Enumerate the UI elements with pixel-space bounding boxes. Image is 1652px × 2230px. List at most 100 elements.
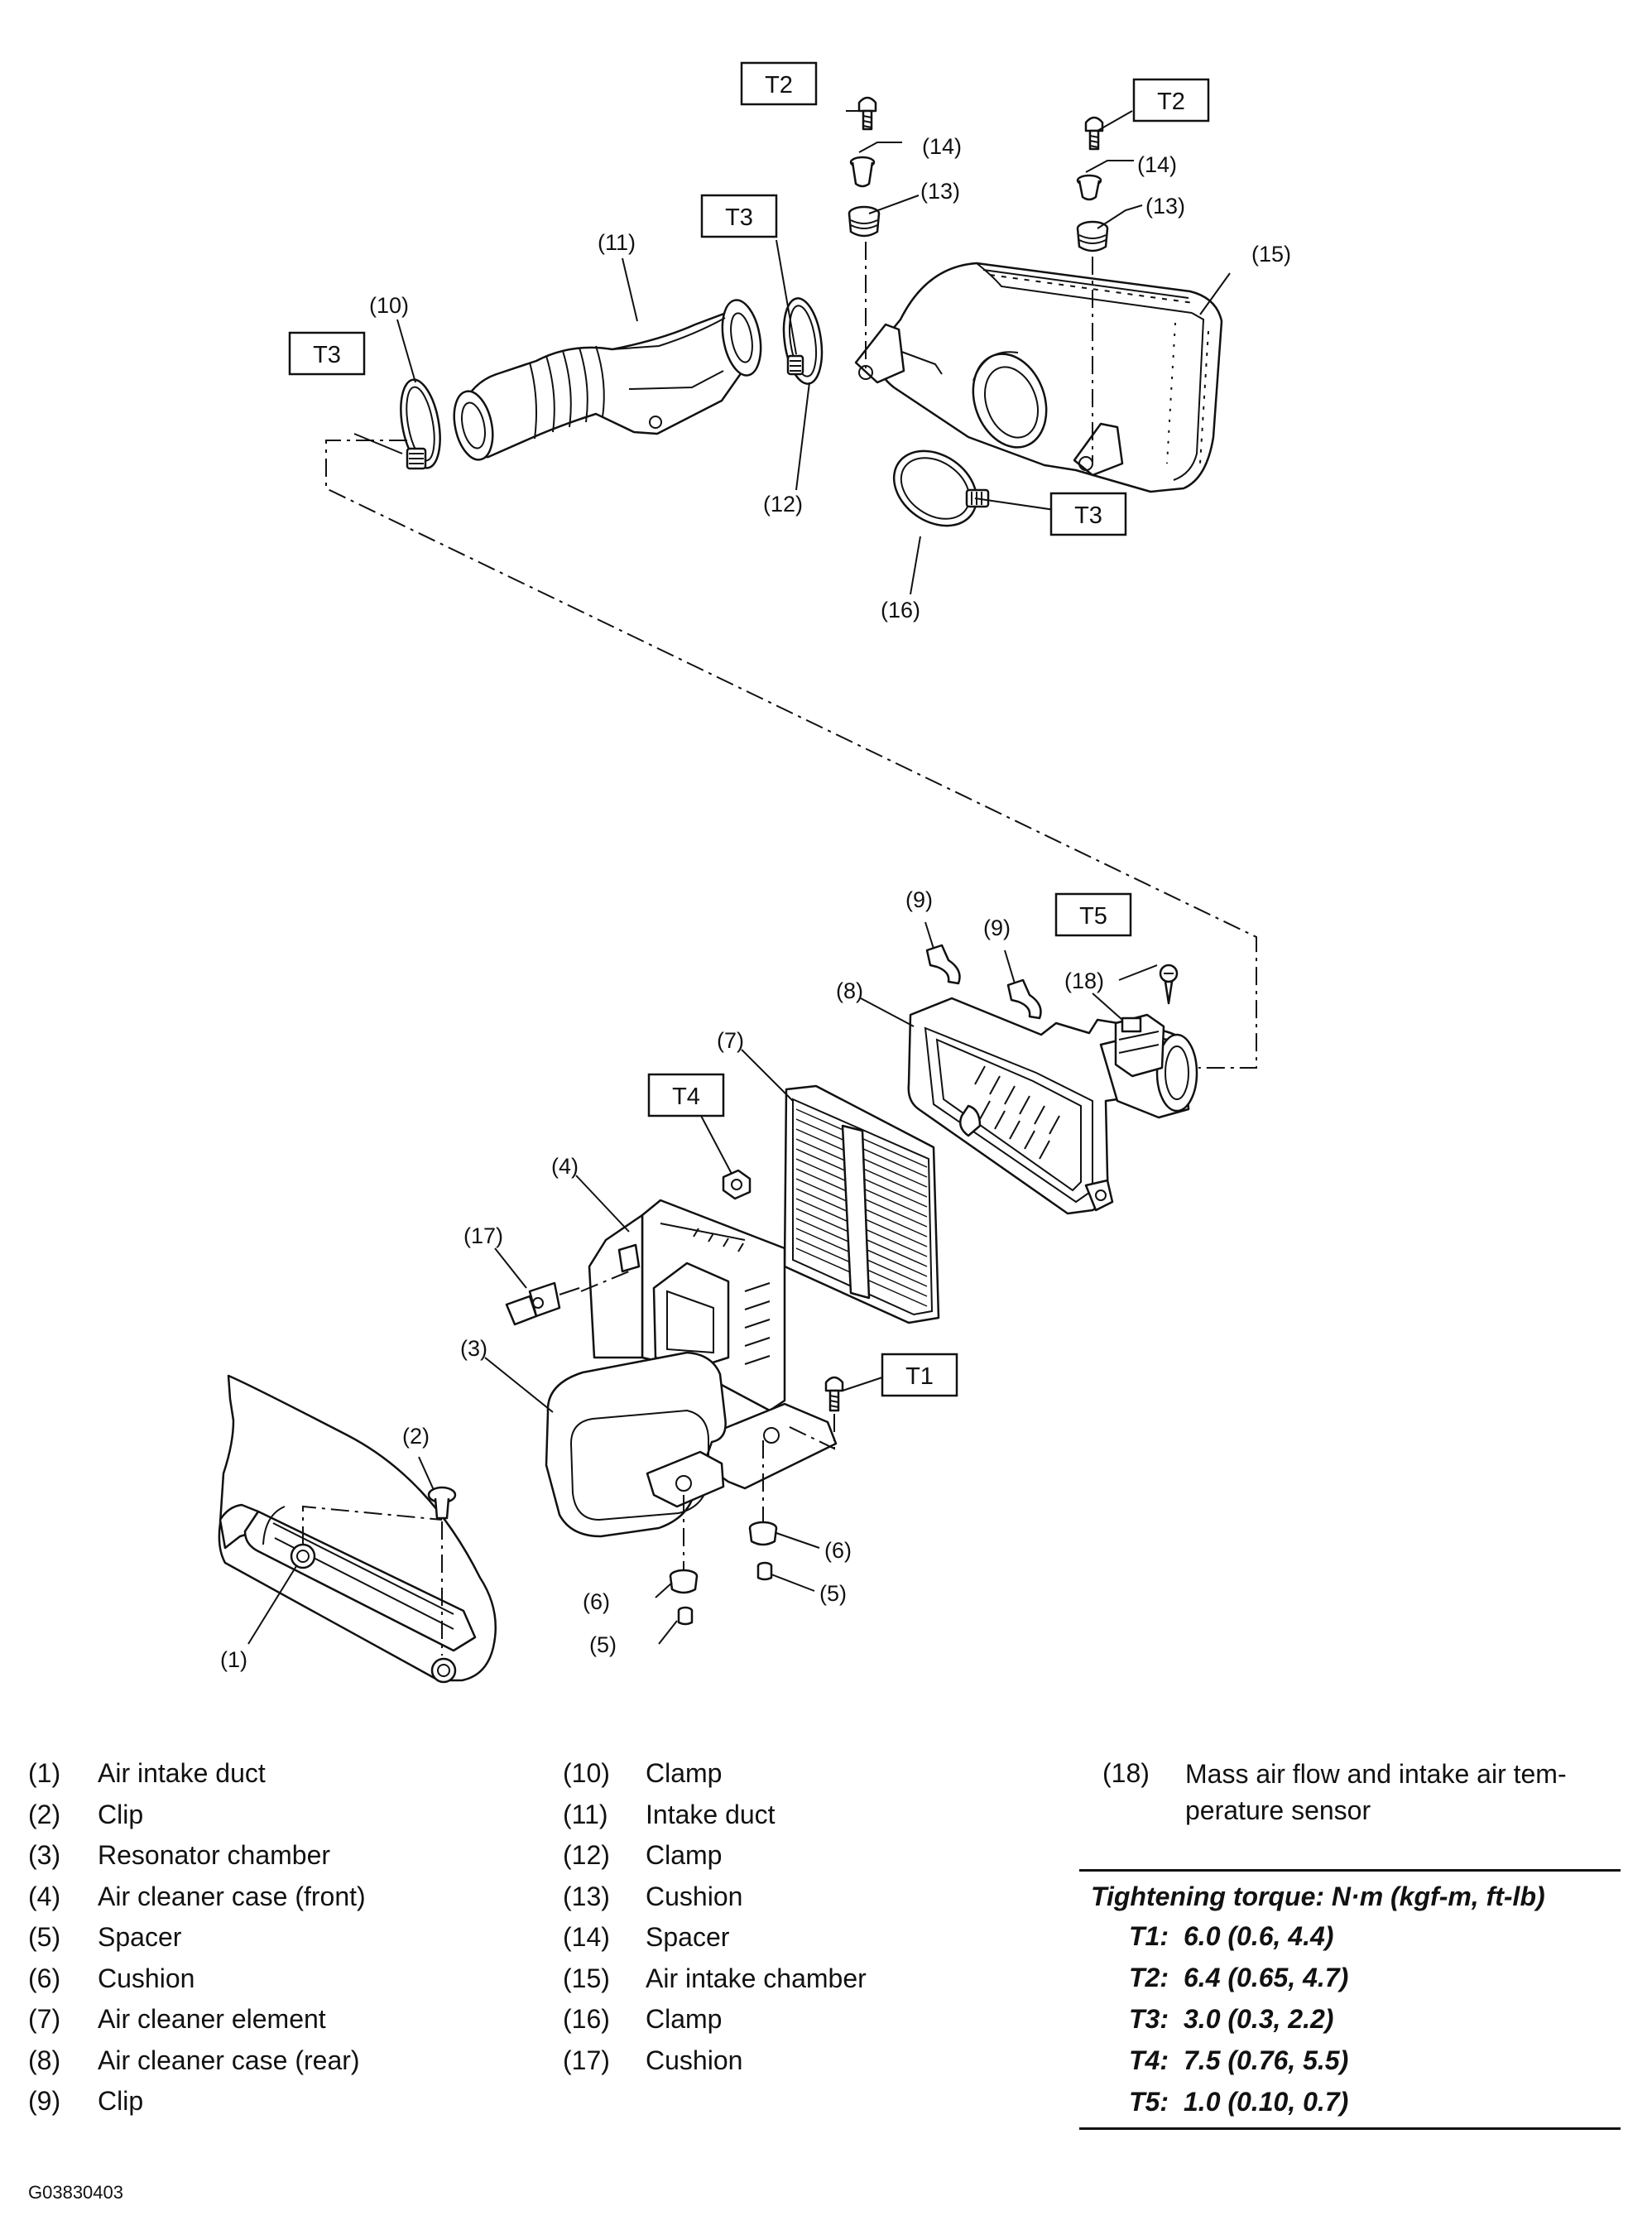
legend-row: (3) Resonator chamber — [28, 1835, 525, 1877]
exploded-parts-diagram: T2 T2 T3 T3 T3 T5 T4 T1 ( — [218, 61, 1291, 1684]
torque-value: 6.0 (0.6, 4.4) — [1184, 1921, 1334, 1951]
legend-description: Intake duct — [646, 1799, 776, 1829]
legend-number: (14) — [563, 1922, 610, 1952]
callout-5-right: (5) — [819, 1581, 847, 1606]
legend-column-1: (1)Air intake duct (2)Clip (3)Resonator … — [28, 1753, 525, 2122]
torque-key: T2: — [1129, 1963, 1169, 1992]
legend-description: Clamp — [646, 1758, 723, 1788]
legend-row: (2)Clip — [28, 1795, 525, 1836]
callout-11: (11) — [598, 230, 636, 255]
torque-box-t3-right-label: T3 — [1074, 502, 1102, 529]
callout-6-right: (6) — [824, 1538, 852, 1563]
legend-row: (16)Clamp — [563, 1999, 1059, 2040]
clamp-16-part — [892, 449, 990, 527]
callout-14-left: (14) — [922, 134, 962, 159]
torque-box-t4-label: T4 — [672, 1084, 700, 1110]
legend-number: (6) — [28, 1963, 61, 1993]
legend-row: (11) Intake duct — [563, 1795, 1059, 1836]
clip-9-left-part — [925, 944, 961, 985]
torque-box-t2-left-label: T2 — [765, 72, 793, 99]
callout-2: (2) — [402, 1424, 430, 1449]
callout-13-right: (13) — [1145, 194, 1185, 219]
callout-17: (17) — [463, 1223, 503, 1248]
callout-10: (10) — [369, 293, 409, 318]
callout-18: (18) — [1064, 968, 1104, 993]
legend-row: (7)Air cleaner element — [28, 1999, 525, 2040]
torque-table-top-rule — [1079, 1869, 1621, 1872]
legend-column-3: (18)Mass air flow and intake air tem-per… — [1102, 1753, 1632, 1829]
figure-id: G03830403 — [28, 2182, 123, 2203]
callout-15: (15) — [1251, 242, 1291, 267]
torque-table-heading: Tightening torque: N·m (kgf-m, ft-lb) — [1091, 1882, 1545, 1911]
torque-box-t1: T1 — [881, 1353, 958, 1397]
callout-5-left: (5) — [589, 1632, 617, 1657]
torque-key: T4: — [1129, 2045, 1169, 2075]
callout-12: (12) — [763, 492, 803, 517]
callout-13-left: (13) — [920, 179, 960, 204]
cushion-6-right-part — [748, 1521, 778, 1546]
spacer-14-left — [849, 156, 876, 188]
legend-number: (11) — [563, 1799, 608, 1829]
callout-9-right: (9) — [983, 916, 1011, 940]
spacer-5-right-part — [756, 1561, 773, 1581]
legend-number: (8) — [28, 2045, 61, 2075]
legend-number: (10) — [563, 1758, 610, 1788]
torque-row: T3: 3.0 (0.3, 2.2) — [1079, 1998, 1621, 2040]
cushion-17-part — [505, 1281, 580, 1326]
legend-description: Air intake duct — [98, 1758, 266, 1788]
cushion-6-left-part — [669, 1569, 699, 1594]
torque-table-bottom-rule — [1079, 2127, 1621, 2130]
torque-value: 7.5 (0.76, 5.5) — [1184, 2045, 1349, 2075]
callout-4: (4) — [551, 1154, 579, 1179]
legend-number: (16) — [563, 2004, 610, 2034]
torque-row: T2: 6.4 (0.65, 4.7) — [1079, 1957, 1621, 1998]
torque-box-t3-middle: T3 — [700, 194, 778, 238]
torque-box-t4: T4 — [647, 1073, 725, 1117]
screw-t5 — [1159, 964, 1179, 1005]
legend-description: Air intake chamber — [646, 1963, 867, 1993]
legend-row: (17)Cushion — [563, 2040, 1059, 2082]
legend-row: (12) Clamp — [563, 1835, 1059, 1877]
legend-row: (6) Cushion — [28, 1958, 525, 2000]
clamp-10-part — [400, 378, 441, 470]
clip-2-part — [427, 1486, 457, 1520]
legend-number: (3) — [28, 1840, 61, 1870]
callout-16: (16) — [881, 598, 920, 622]
torque-box-t3-left: T3 — [288, 331, 366, 376]
torque-key: T3: — [1129, 2004, 1169, 2034]
resonator-chamber-part — [545, 1351, 727, 1538]
legend-number: (18) — [1102, 1758, 1150, 1788]
torque-box-t3-middle-label: T3 — [725, 204, 753, 231]
legend-row: (15)Air intake chamber — [563, 1958, 1059, 2000]
legend-description: Spacer — [646, 1922, 730, 1952]
callout-9-left: (9) — [905, 887, 933, 912]
legend-description: Air cleaner case (rear) — [98, 2045, 360, 2075]
torque-box-t1-label: T1 — [905, 1363, 934, 1390]
callout-3: (3) — [460, 1336, 487, 1361]
air-cleaner-element-part — [783, 1084, 940, 1324]
legend-row: (14) Spacer — [563, 1917, 1059, 1958]
legend-number: (4) — [28, 1881, 61, 1911]
torque-value: 3.0 (0.3, 2.2) — [1184, 2004, 1334, 2034]
cushion-13-left — [848, 205, 881, 238]
torque-value: 1.0 (0.10, 0.7) — [1184, 2087, 1349, 2117]
legend-number: (13) — [563, 1881, 610, 1911]
torque-value: 6.4 (0.65, 4.7) — [1184, 1963, 1349, 1992]
legend-description: Cushion — [646, 1881, 743, 1911]
legend-column-2: (10) Clamp (11) Intake duct (12) Clamp (13)… — [563, 1753, 1059, 2081]
torque-row: T1:6.0 (0.6, 4.4) — [1079, 1915, 1621, 1957]
bolt-t2-left — [857, 96, 877, 131]
legend-description: Clip — [98, 2086, 144, 2116]
intake-duct-part — [453, 299, 762, 461]
spacer-14-right — [1076, 174, 1102, 201]
legend-row: (10) Clamp — [563, 1753, 1059, 1795]
legend-description: Clamp — [646, 1840, 723, 1870]
legend-description: Cushion — [98, 1963, 195, 1993]
legend-description: Air cleaner element — [98, 2004, 326, 2034]
spacer-5-left-part — [677, 1606, 694, 1626]
torque-row: T4: 7.5 (0.76, 5.5) — [1079, 2040, 1621, 2081]
bolt-t1 — [824, 1376, 844, 1412]
legend-description: Resonator chamber — [98, 1840, 331, 1870]
legend-number: (12) — [563, 1840, 610, 1870]
bolt-t2-right — [1084, 116, 1104, 151]
